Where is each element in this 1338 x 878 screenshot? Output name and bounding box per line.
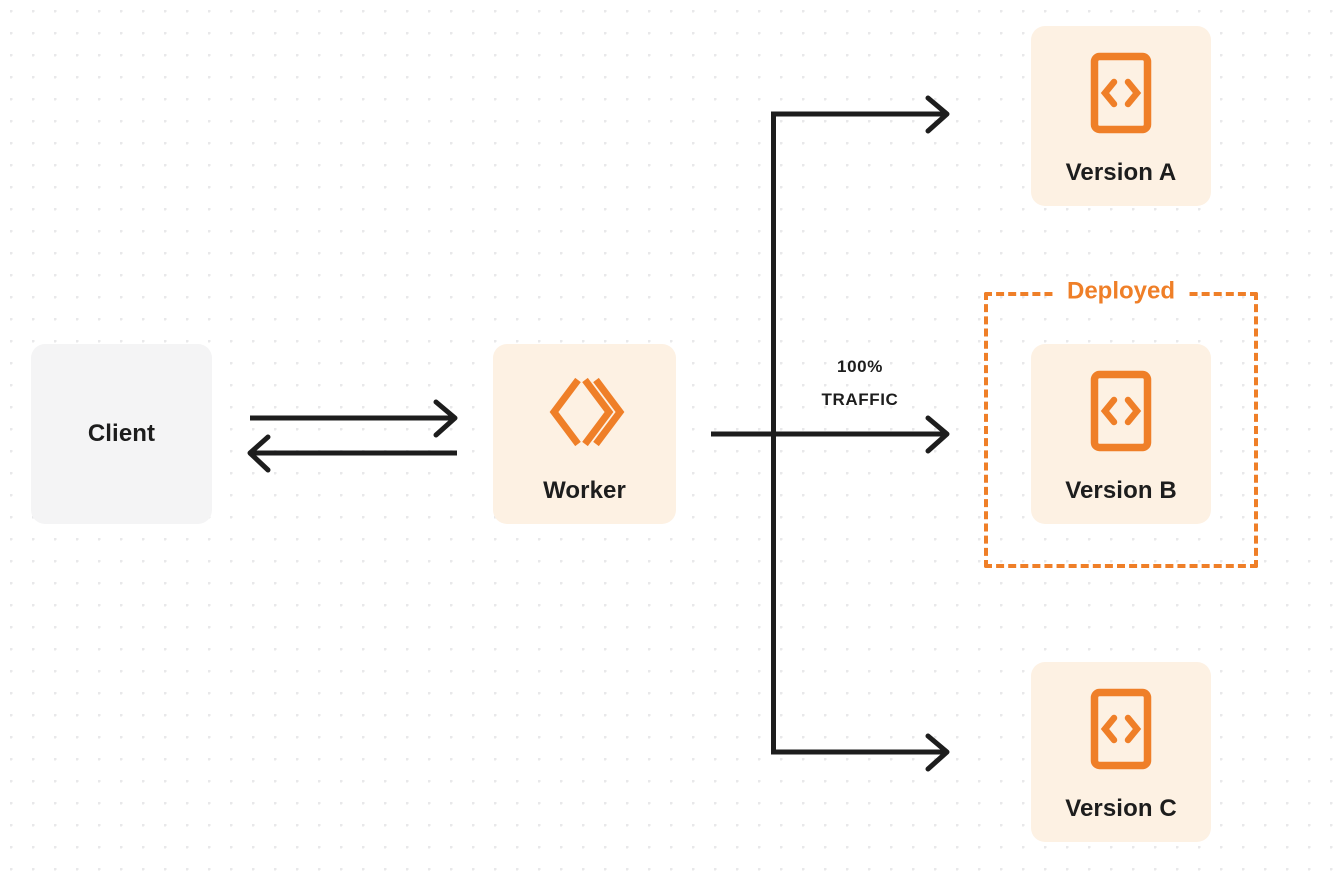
node-version-a[interactable]: Version A xyxy=(1031,26,1211,206)
group-deployed-label: Deployed xyxy=(1054,279,1188,304)
cloudflare-workers-logo-icon xyxy=(545,372,625,457)
node-worker[interactable]: Worker xyxy=(493,344,676,524)
node-version-a-label: Version A xyxy=(1065,158,1177,186)
node-client[interactable]: Client xyxy=(31,344,212,524)
edge-worker-to-version-c xyxy=(771,733,950,772)
edge-worker-to-client xyxy=(247,434,457,473)
code-file-icon xyxy=(1090,688,1152,775)
node-version-c[interactable]: Version C xyxy=(1031,662,1211,842)
node-version-c-label: Version C xyxy=(1065,794,1177,822)
code-file-icon xyxy=(1090,370,1152,457)
group-deployed: Deployed xyxy=(984,279,1258,568)
code-file-icon xyxy=(1090,52,1152,139)
node-worker-label: Worker xyxy=(543,476,626,504)
node-client-label: Client xyxy=(87,420,156,447)
node-version-b[interactable]: Version B xyxy=(1031,344,1211,524)
node-version-b-label: Version B xyxy=(1065,476,1177,504)
edge-worker-to-version-a xyxy=(771,95,950,134)
edge-worker-to-version-b xyxy=(711,415,950,454)
edge-client-to-worker xyxy=(250,399,458,438)
